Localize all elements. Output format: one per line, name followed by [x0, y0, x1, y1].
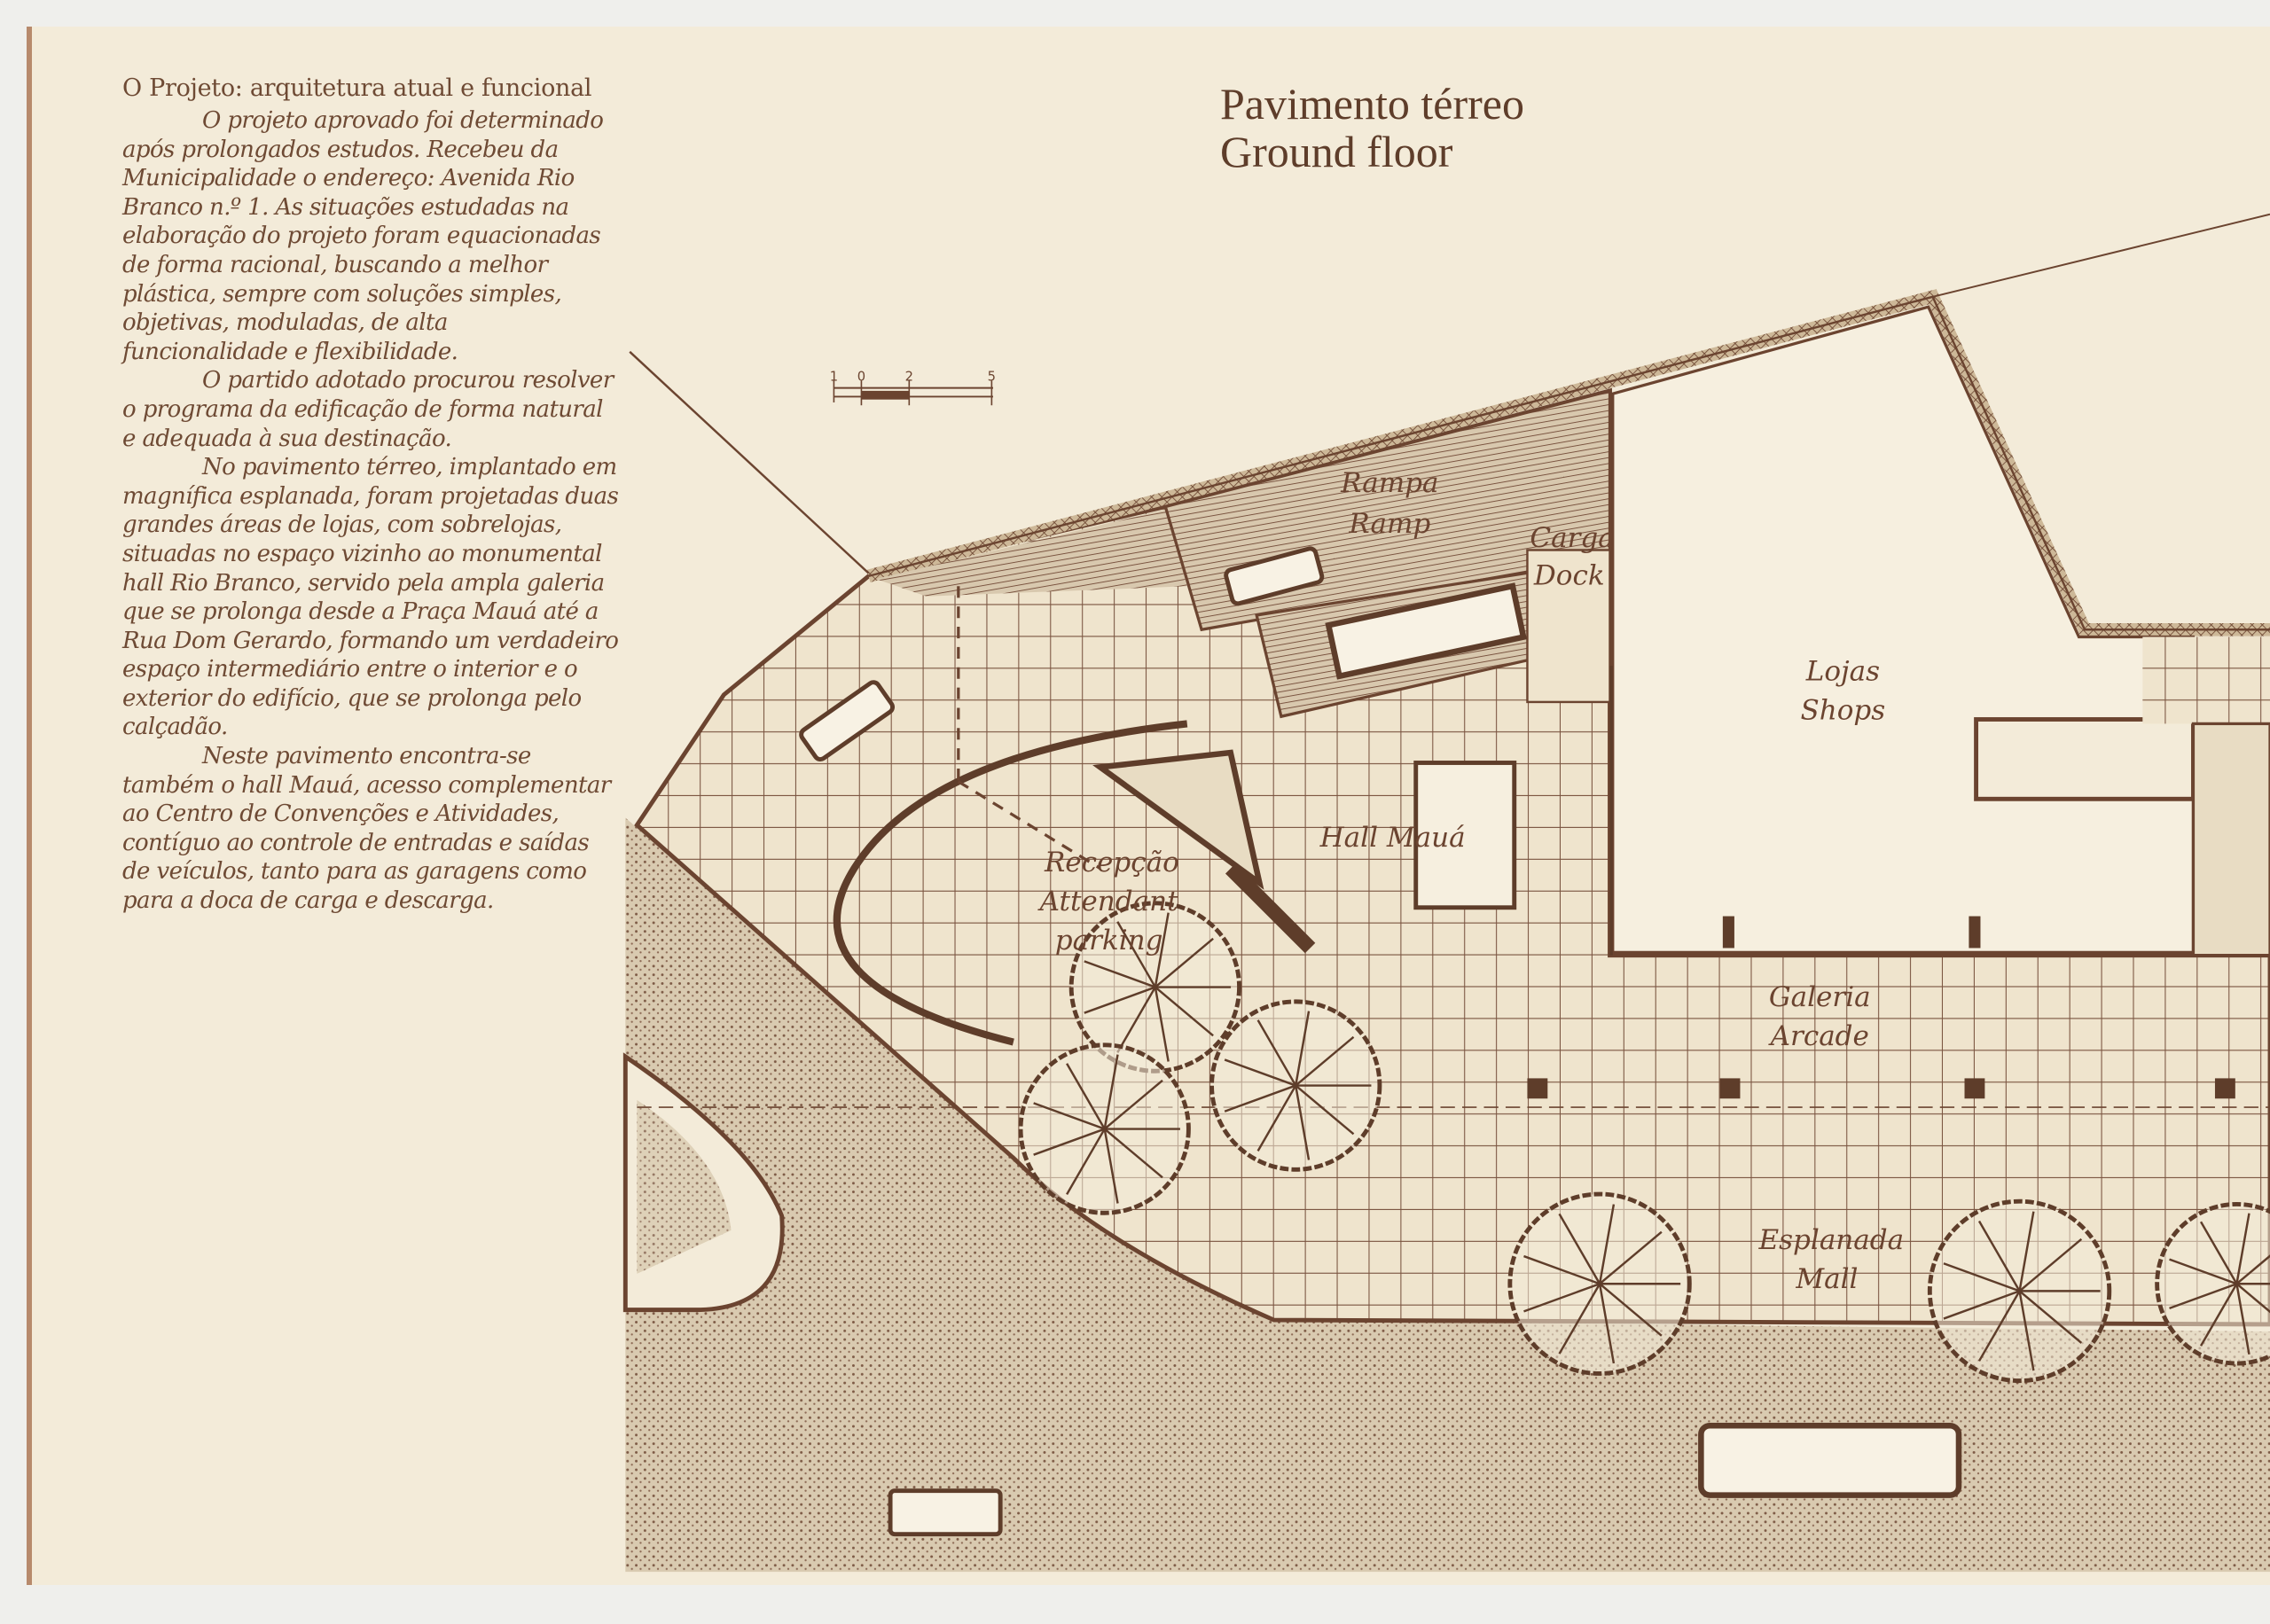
title-en: Ground floor [1220, 127, 1453, 176]
tree-icon [1018, 1042, 1191, 1215]
text-column: O Projeto: arquitetura atual e funcional… [122, 76, 619, 916]
label-hall: Hall Mauá [1319, 822, 1466, 854]
label-mall: Esplanada [1757, 1224, 1904, 1256]
scale-label: 2 [905, 369, 913, 384]
tree-icon [1507, 1191, 1692, 1376]
trees [1018, 901, 2270, 1384]
label-ramp: Rampa [1340, 467, 1438, 499]
driveway-loop [833, 720, 1188, 1046]
car-icon [799, 680, 896, 762]
section-heading: O Projeto: arquitetura atual e funcional [122, 74, 592, 102]
tree-icon [2155, 1202, 2270, 1366]
label-parking: parking [1055, 925, 1163, 956]
tree-icon [1209, 999, 1382, 1172]
label-mall-en: Mall [1795, 1263, 1858, 1295]
paragraph: O projeto aprovado foi determinado após … [122, 107, 604, 365]
label-dock-en: Dock [1533, 560, 1605, 592]
columns [1527, 916, 2235, 1099]
paragraph: O partido adotado procurou resolver o pr… [122, 367, 614, 452]
paragraph: No pavimento térreo, implantado em magní… [122, 454, 619, 741]
label-arcade-en: Arcade [1768, 1020, 1869, 1052]
label-reception: Recepção [1044, 847, 1179, 878]
bus-icon [1698, 1422, 1962, 1498]
label-arcade: Galeria [1769, 981, 1871, 1013]
label-ramp-en: Ramp [1348, 508, 1430, 540]
scale-label: 0 [857, 369, 865, 384]
paragraph: Neste pavimento encontra-se também o hal… [122, 743, 611, 915]
scale-label: 5 [988, 369, 996, 384]
label-attendant: Attendant [1037, 886, 1178, 917]
label-dock: Carga [1530, 522, 1614, 554]
label-shops-en: Shops [1801, 695, 1886, 727]
street-area [625, 817, 2270, 1573]
label-shops: Lojas [1805, 655, 1880, 687]
car-icon [1224, 546, 1325, 606]
car-icon [888, 1488, 1003, 1537]
title-pt: Pavimento térreo [1220, 79, 1524, 129]
scale-bar: 1 0 2 5 [830, 369, 996, 406]
plan-title: Pavimento térreo Ground floor [1220, 80, 1524, 176]
truck-icon [1325, 582, 1527, 680]
tree-icon [1927, 1198, 2112, 1384]
scale-label: 1 [830, 369, 838, 384]
